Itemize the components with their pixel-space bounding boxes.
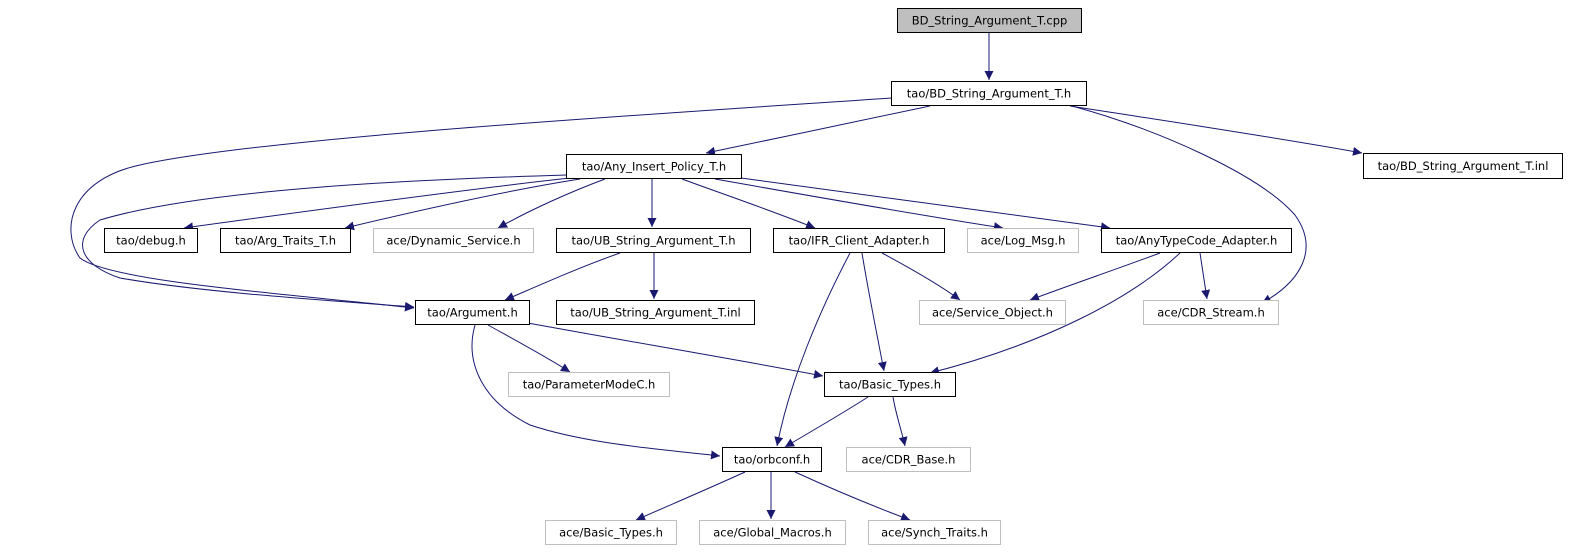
- node-box-cpp: [897, 8, 1082, 33]
- node-box-orbconf: [722, 447, 822, 472]
- node-svcobj: ace/Service_Object.h: [919, 300, 1066, 325]
- edge-aip-to-dynsvc: [497, 178, 606, 229]
- edge-bdh-to-bdinl: [1069, 105, 1363, 156]
- node-label-globalmacros: ace/Global_Macros.h: [713, 526, 832, 540]
- edge-aip-to-ifr: [681, 178, 816, 229]
- node-box-dynsvc: [373, 228, 534, 253]
- node-synchtraits: ace/Synch_Traits.h: [868, 520, 1001, 545]
- node-debug[interactable]: tao/debug.h: [104, 228, 198, 253]
- edge-bdh-to-cdrstream: [1071, 105, 1307, 304]
- edge-anytc-to-svcobj: [1029, 252, 1161, 302]
- node-label-debug: tao/debug.h: [116, 234, 186, 248]
- node-box-cdrstream: [1143, 300, 1279, 325]
- node-label-svcobj: ace/Service_Object.h: [932, 306, 1053, 320]
- node-label-cdrstream: ace/CDR_Stream.h: [1157, 306, 1265, 320]
- edge-aip-to-anytc: [740, 177, 1111, 232]
- edge-aip-to-debug: [183, 177, 571, 232]
- edge-ifr-to-orbconf: [774, 252, 851, 447]
- node-box-cdrbase: [846, 447, 971, 472]
- node-box-globalmacros: [699, 520, 846, 545]
- node-acebasic: ace/Basic_Types.h: [545, 520, 677, 545]
- node-label-dynsvc: ace/Dynamic_Service.h: [386, 234, 520, 248]
- node-box-parammode: [508, 372, 670, 397]
- node-label-ubinl: tao/UB_String_Argument_T.inl: [570, 306, 740, 320]
- node-box-bdh: [891, 81, 1087, 106]
- node-box-basictypes: [824, 372, 956, 397]
- edge-aip-to-argument: [82, 174, 567, 311]
- node-box-anytc: [1101, 228, 1292, 253]
- node-argtraits[interactable]: tao/Arg_Traits_T.h: [220, 228, 351, 253]
- node-label-argument: tao/Argument.h: [427, 306, 517, 320]
- edge-orbconf-to-synchtraits: [794, 471, 911, 522]
- node-cpp[interactable]: BD_String_Argument_T.cpp: [897, 8, 1082, 33]
- node-label-bdh: tao/BD_String_Argument_T.h: [907, 87, 1071, 101]
- node-ubh[interactable]: tao/UB_String_Argument_T.h: [556, 228, 751, 253]
- node-box-argument: [415, 300, 530, 325]
- node-box-acebasic: [545, 520, 677, 545]
- node-label-parammode: tao/ParameterModeC.h: [523, 378, 656, 392]
- edge-ubh-to-argument: [504, 252, 621, 301]
- node-box-synchtraits: [868, 520, 1001, 545]
- node-label-anytc: tao/AnyTypeCode_Adapter.h: [1116, 234, 1278, 248]
- edge-ifr-to-svcobj: [881, 252, 961, 301]
- node-label-bdinl: tao/BD_String_Argument_T.inl: [1378, 159, 1549, 173]
- node-label-basictypes: tao/Basic_Types.h: [839, 378, 941, 392]
- edge-argument-to-orbconf: [471, 324, 721, 460]
- node-ubinl[interactable]: tao/UB_String_Argument_T.inl: [556, 300, 755, 325]
- node-label-ifr: tao/IFR_Client_Adapter.h: [789, 234, 930, 248]
- node-box-ubinl: [556, 300, 755, 325]
- node-bdinl[interactable]: tao/BD_String_Argument_T.inl: [1363, 153, 1563, 179]
- node-box-bdinl: [1363, 153, 1563, 179]
- node-ifr[interactable]: tao/IFR_Client_Adapter.h: [773, 228, 945, 253]
- node-logmsg: ace/Log_Msg.h: [967, 228, 1079, 253]
- node-orbconf[interactable]: tao/orbconf.h: [722, 447, 822, 472]
- node-label-aip: tao/Any_Insert_Policy_T.h: [582, 160, 726, 174]
- edge-basictypes-to-orbconf: [784, 396, 869, 448]
- node-label-acebasic: ace/Basic_Types.h: [559, 526, 663, 540]
- node-cdrstream: ace/CDR_Stream.h: [1143, 300, 1279, 325]
- node-box-debug: [104, 228, 198, 253]
- edges-layer: [70, 33, 1363, 522]
- node-label-cpp: BD_String_Argument_T.cpp: [912, 14, 1068, 28]
- edge-aip-to-logmsg: [714, 178, 1004, 232]
- edge-anytc-to-cdrstream: [1199, 252, 1211, 300]
- node-globalmacros: ace/Global_Macros.h: [699, 520, 846, 545]
- node-box-logmsg: [967, 228, 1079, 253]
- node-label-logmsg: ace/Log_Msg.h: [981, 234, 1066, 248]
- node-cdrbase: ace/CDR_Base.h: [846, 447, 971, 472]
- edge-ifr-to-basictypes: [861, 252, 887, 372]
- node-label-ubh: tao/UB_String_Argument_T.h: [571, 234, 735, 248]
- node-basictypes[interactable]: tao/Basic_Types.h: [824, 372, 956, 397]
- node-box-ubh: [556, 228, 751, 253]
- node-box-argtraits: [220, 228, 351, 253]
- edge-argument-to-basictypes: [527, 322, 824, 379]
- edge-basictypes-to-cdrbase: [892, 396, 908, 447]
- node-label-orbconf: tao/orbconf.h: [734, 453, 810, 467]
- node-argument[interactable]: tao/Argument.h: [415, 300, 530, 325]
- edge-anytc-to-basictypes: [929, 252, 1181, 376]
- edge-aip-to-argtraits: [344, 178, 581, 231]
- edge-orbconf-to-acebasic: [635, 471, 746, 521]
- node-label-cdrbase: ace/CDR_Base.h: [862, 453, 956, 467]
- node-box-ifr: [773, 228, 945, 253]
- node-box-svcobj: [919, 300, 1066, 325]
- node-parammode: tao/ParameterModeC.h: [508, 372, 670, 397]
- nodes-layer: BD_String_Argument_T.cpp tao/BD_String_Ar…: [104, 8, 1563, 545]
- node-bdh[interactable]: tao/BD_String_Argument_T.h: [891, 81, 1087, 106]
- node-box-aip: [566, 154, 742, 179]
- node-dynsvc: ace/Dynamic_Service.h: [373, 228, 534, 253]
- node-label-synchtraits: ace/Synch_Traits.h: [881, 526, 988, 540]
- edge-argument-to-parammode: [487, 324, 571, 373]
- node-aip[interactable]: tao/Any_Insert_Policy_T.h: [566, 154, 742, 179]
- node-anytc[interactable]: tao/AnyTypeCode_Adapter.h: [1101, 228, 1292, 253]
- edge-bdh-to-argument: [70, 97, 892, 312]
- edge-bdh-to-aip: [705, 105, 931, 156]
- node-label-argtraits: tao/Arg_Traits_T.h: [235, 234, 336, 248]
